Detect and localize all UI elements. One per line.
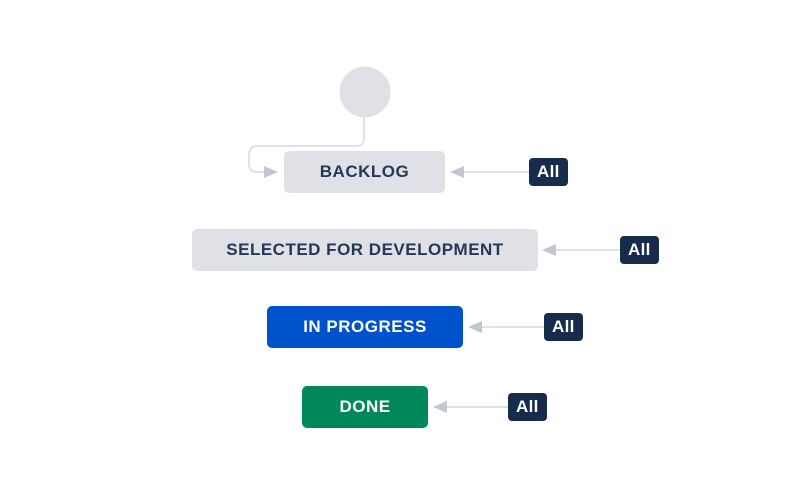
transition-label: All (537, 162, 560, 181)
all-to-done-arrowhead-icon (433, 401, 447, 413)
status-label: DONE (339, 397, 391, 416)
transition-label: All (628, 240, 651, 259)
transition-badge-all-backlog[interactable]: All (529, 158, 568, 186)
status-label: IN PROGRESS (303, 317, 427, 336)
transition-badge-all-inprogress[interactable]: All (544, 313, 583, 341)
transition-label: All (516, 397, 539, 416)
start-to-backlog-arrowhead-icon (264, 166, 278, 178)
status-node-in-progress[interactable]: IN PROGRESS (267, 306, 463, 348)
all-to-backlog-arrowhead-icon (450, 166, 464, 178)
status-node-backlog[interactable]: BACKLOG (284, 151, 445, 193)
start-to-backlog-connector (248, 117, 365, 173)
status-label: SELECTED FOR DEVELOPMENT (226, 240, 504, 259)
status-label: BACKLOG (319, 162, 410, 181)
status-node-selected-for-development[interactable]: SELECTED FOR DEVELOPMENT (192, 229, 538, 271)
transition-badge-all-done[interactable]: All (508, 393, 547, 421)
start-node-circle (339, 66, 391, 118)
all-to-selected-arrowhead-icon (542, 244, 556, 256)
all-to-inprogress-arrowhead-icon (468, 321, 482, 333)
status-node-done[interactable]: DONE (302, 386, 428, 428)
transition-badge-all-selected[interactable]: All (620, 236, 659, 264)
transition-label: All (552, 317, 575, 336)
